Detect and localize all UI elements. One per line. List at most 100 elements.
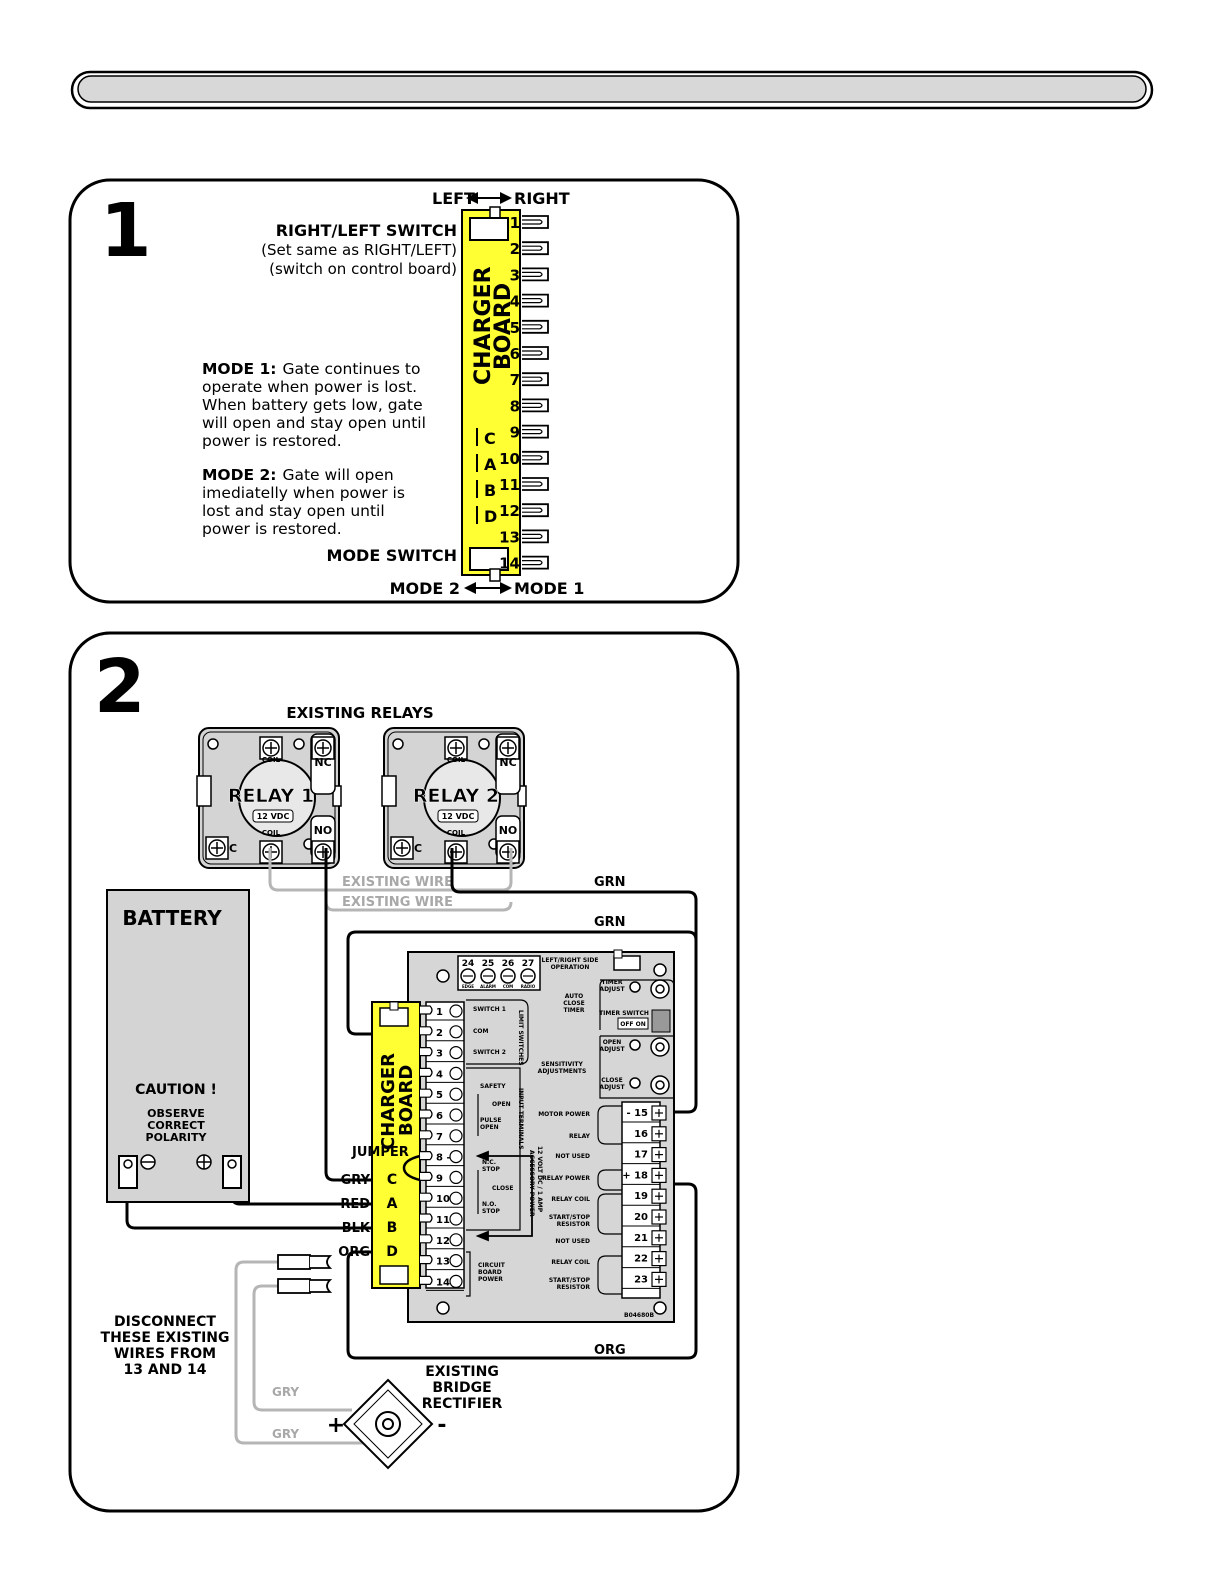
terminal-number: 1 [510,214,520,232]
charger-terminal: 6 [510,345,549,363]
grn-label: GRN [594,875,626,890]
switch1-label: SWITCH 1 [473,1006,506,1013]
terminal-number: 14 [499,555,520,573]
screw-terminal-icon: NO [311,824,335,864]
left-terminal-number: 2 [436,1028,443,1039]
terminal-label: COIL [447,829,466,837]
screw-icon [651,1146,667,1163]
screw-terminal-icon: NC [311,736,335,769]
mode2-line: lost and stay open until [202,502,385,520]
screw-icon [651,1105,667,1121]
right-terminal-number: 16 [634,1129,648,1140]
pulse-label: PULSE [480,1117,502,1124]
mount-hole-icon [392,738,404,750]
resistor-label: RESISTOR [557,1284,591,1291]
observe-line: OBSERVE [147,1107,205,1120]
charger-pin [420,1255,433,1265]
jumper-label: JUMPER [351,1145,409,1160]
relay-coil-label: RELAY COIL [551,1196,590,1203]
mode2-line: Gate will open [282,466,393,484]
wire-letter-a: A [387,1196,398,1212]
charger-terminal: 14 [499,555,549,573]
right-terminal-number: + 18 [622,1170,648,1181]
letter-a: A [484,455,497,474]
charger-terminal: 2 [510,240,549,258]
battery-negative-terminal-icon [118,1154,156,1189]
timer-adjust-label: TIMER [601,979,622,986]
charger-terminal: 10 [499,450,549,468]
mode1-head: MODE 1: [202,360,276,378]
charger-board-1: CHARGER BOARD C A B D 123456789101112131… [461,206,549,582]
terminal-label: NO [314,824,333,837]
battery-label: BATTERY [122,906,222,930]
top-terminal-number: 25 [482,959,495,969]
close-adjust-label: ADJUST [599,1084,625,1091]
charger-terminal: 1 [510,214,549,232]
observe-line: POLARITY [146,1131,208,1144]
terminal-number: 11 [499,476,520,494]
top-terminal-number: 24 [462,959,475,969]
right-terminal: 16 [622,1126,667,1144]
disconnect-line: 13 AND 14 [124,1362,207,1378]
left-terminal-number: 8 - [436,1153,451,1164]
part-number: B04680B [624,1312,654,1319]
mode1-line: Gate continues to [282,360,420,378]
top-terminal-number: 26 [502,959,515,969]
wire-label-gry: GRY [341,1173,371,1188]
mode-2-description: MODE 2:Gate will open imediatelly when p… [202,466,405,538]
charger-board-2: CHARGER BOARD C A B D [371,1001,433,1289]
existing-wire-label: EXISTING WIRE [342,875,453,890]
screw-terminal-icon: COIL [259,736,283,764]
pulse-label: OPEN [480,1124,499,1131]
no-stop-label: N.O. [482,1201,497,1208]
nc-stop-label: STOP [482,1166,501,1173]
terminal-label: NC [314,756,331,769]
bridge-line: BRIDGE [432,1380,491,1396]
left-terminal: 12 + [426,1233,464,1250]
mode1-line: When battery gets low, gate [202,396,423,414]
resistor-label: RESISTOR [557,1221,591,1228]
terminal-number: 5 [510,319,520,337]
relay-label: RELAY 2 [413,785,499,807]
charger-terminal: 13 [499,528,549,546]
disconnect-line: WIRES FROM [114,1346,216,1362]
left-terminal: 6 [426,1108,464,1125]
left-terminal-number: 1 [436,1007,443,1018]
disconnect-line: DISCONNECT [114,1314,216,1330]
screw-icon [651,1230,667,1246]
lr-op-label: LEFT/RIGHT SIDE [542,957,599,964]
mount-hole-icon [207,738,219,750]
left-terminal-number: 14 - [436,1277,458,1288]
screw-terminal-icon: COIL [444,736,468,764]
terminal-number: 4 [510,293,520,311]
charger-terminal: 3 [510,266,549,284]
left-terminal: 1 [426,1004,464,1021]
vdc-label: 12 VDC [442,812,475,821]
right-terminal-number: - 15 [626,1108,648,1119]
charger-terminal: 5 [510,319,549,337]
start-stop-label: START/STOP [549,1277,591,1284]
letter-c: C [484,429,496,448]
sens-label: ADJUSTMENTS [538,1068,587,1075]
charger-pin [420,1192,433,1202]
top-terminal-label: RADIO [521,984,536,989]
terminal-number: 8 [510,397,520,415]
right-terminal-number: 22 [634,1254,648,1265]
wire-letter-b: B [387,1220,398,1236]
terminal-label: C [229,842,237,855]
observe-line: CORRECT [147,1119,205,1132]
terminal-number: 13 [499,528,520,546]
charger-terminal: 8 [510,397,549,415]
right-terminal: 19 [622,1188,667,1206]
left-terminal: 7 [426,1129,464,1146]
charger-terminal: 7 [510,371,549,389]
mode-switch-label: MODE SWITCH [327,546,457,565]
potentiometer-icon [629,979,670,1095]
right-terminal: 17 [622,1146,667,1165]
motor-power-label: MOTOR POWER [538,1111,590,1118]
terminal-number: 10 [499,450,520,468]
right-terminal-number: 19 [634,1191,648,1202]
